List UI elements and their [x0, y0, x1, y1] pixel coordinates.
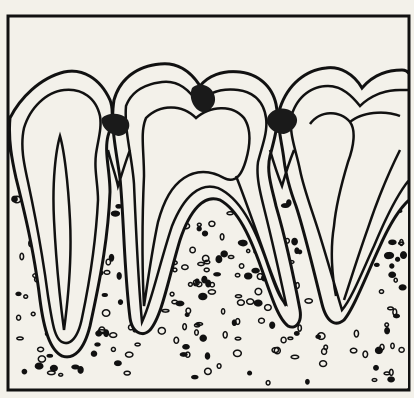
bone-trabecula	[375, 264, 379, 267]
bone-trabecula	[388, 377, 394, 382]
bone-trabecula	[248, 371, 252, 374]
bone-trabecula	[92, 351, 97, 356]
bone-trabecula	[22, 370, 26, 374]
bone-trabecula	[216, 256, 221, 263]
bone-trabecula	[102, 294, 107, 296]
bone-trabecula	[287, 200, 291, 206]
bone-trabecula	[389, 240, 396, 244]
bone-trabecula	[78, 367, 83, 373]
bone-trabecula	[206, 353, 210, 359]
bone-trabecula	[170, 292, 174, 296]
bone-trabecula	[180, 353, 187, 356]
bone-trabecula	[295, 332, 299, 335]
bone-trabecula	[374, 366, 378, 370]
bone-trabecula	[394, 314, 400, 317]
bone-trabecula	[389, 272, 395, 277]
bone-trabecula	[401, 252, 407, 258]
bone-trabecula	[183, 345, 189, 349]
bone-trabecula	[35, 363, 42, 369]
bone-trabecula	[47, 355, 52, 357]
bone-trabecula	[214, 273, 220, 276]
bone-trabecula	[197, 223, 201, 226]
bone-trabecula	[255, 300, 262, 306]
bone-trabecula	[390, 264, 394, 268]
bone-trabecula	[192, 376, 198, 379]
bone-trabecula	[233, 320, 237, 325]
bone-trabecula	[117, 273, 121, 279]
bone-trabecula	[295, 248, 299, 253]
bone-trabecula	[386, 253, 394, 259]
bone-trabecula	[162, 310, 169, 313]
bone-trabecula	[197, 227, 201, 231]
bone-trabecula	[199, 294, 207, 300]
bone-trabecula	[385, 328, 389, 334]
bone-trabecula	[306, 380, 309, 384]
bone-trabecula	[252, 269, 259, 273]
bone-trabecula	[316, 335, 320, 338]
bone-trabecula	[399, 285, 406, 290]
bone-trabecula	[115, 361, 121, 365]
bone-trabecula	[51, 366, 58, 371]
bone-trabecula	[270, 322, 275, 328]
bone-trabecula	[95, 343, 100, 346]
bone-trabecula	[116, 205, 121, 208]
bone-trabecula	[239, 241, 247, 246]
bone-trabecula	[110, 255, 114, 261]
bone-trabecula	[292, 239, 297, 245]
bone-trabecula	[200, 335, 206, 341]
bone-trabecula	[190, 247, 195, 253]
bone-trabecula	[119, 300, 123, 304]
bone-trabecula	[221, 251, 227, 257]
bone-trabecula	[202, 277, 207, 283]
bone-trabecula	[203, 231, 208, 236]
bone-trabecula	[16, 292, 21, 295]
bone-trabecula	[182, 265, 188, 270]
bone-trabecula	[112, 211, 120, 216]
bone-trabecula	[245, 273, 252, 279]
bone-trabecula	[12, 196, 17, 201]
bone-trabecula	[396, 258, 400, 262]
